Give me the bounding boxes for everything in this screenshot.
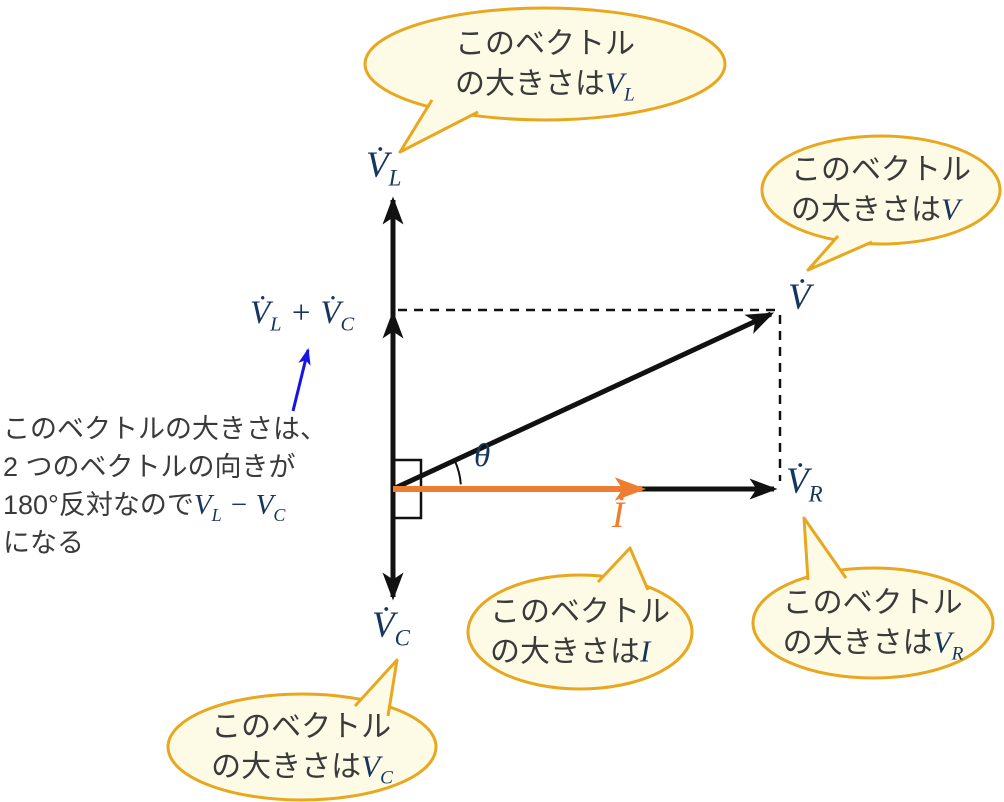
bubble-vl-text: このベクトル の大きさはVL [455,27,635,106]
vl-vector-label: V̇L [366,145,402,191]
theta-angle-arc [453,459,462,485]
note-line1: このベクトルの大きさは、 [3,414,327,444]
bubble-v-text: このベクトル の大きさはV [791,153,971,227]
bubble-vr-shape [751,516,995,680]
bubble-vc-shape [166,658,438,802]
bubble-i-text: このベクトル の大きさはI [490,595,670,669]
v-vector-label: V̇ [788,277,811,318]
bubble-vc-text: このベクトル の大きさはVC [211,710,393,789]
bubble-v-shape [760,134,1002,272]
vl-plus-vc-label: V̇L + V̇C [250,295,355,336]
vr-vector-label: V̇R [786,461,823,507]
bubble-i-shape [466,546,694,691]
i-vector-label: İ [612,495,625,536]
note-line3: 180°反対なのでVL − VC [3,489,286,525]
vc-vector-label: V̇C [372,605,410,651]
v-vector-arrow [391,311,775,492]
note-vl-minus-vc: このベクトルの大きさは、 2 つのベクトルの向きが 180°反対なのでVL − … [3,410,327,562]
bubble-vr-text: このベクトル の大きさはVR [782,586,964,665]
note-line2: 2 つのベクトルの向きが [3,452,296,482]
note-pointer-arrow [291,347,311,412]
theta-label: θ [474,438,491,474]
note-line4: になる [3,528,84,558]
bubble-vl-shape [363,6,727,154]
